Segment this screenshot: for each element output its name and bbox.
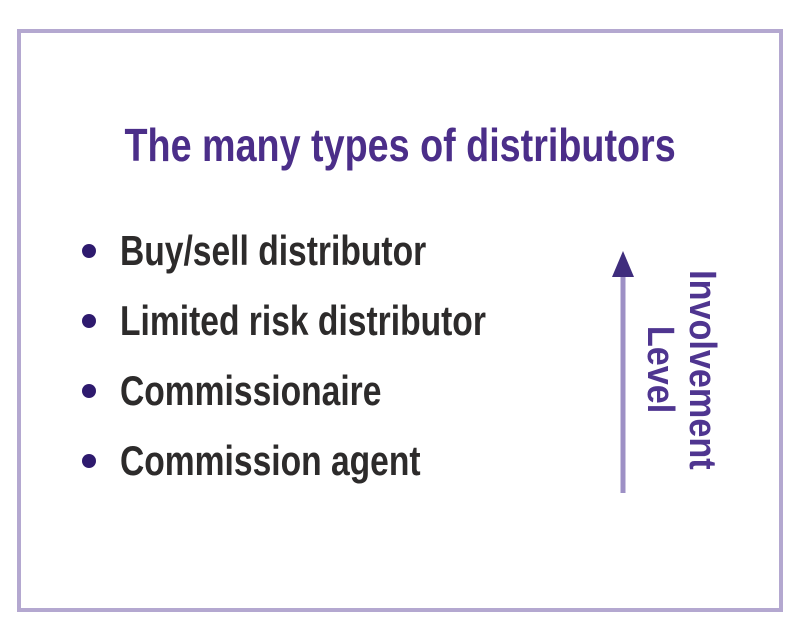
axis-label-line2: Level — [639, 326, 681, 414]
axis-label: Involvement Level — [637, 250, 725, 490]
bullet-dot-icon — [82, 454, 96, 468]
list-item: Commission agent — [82, 430, 496, 492]
list-item: Buy/sell distributor — [82, 220, 503, 282]
bullet-dot-icon — [82, 384, 96, 398]
bullet-label: Commissionaire — [120, 367, 382, 414]
page-title-text: The many types of distributors — [124, 119, 676, 171]
slide-border — [17, 29, 783, 612]
up-arrow-icon — [612, 251, 634, 493]
bullet-label: Buy/sell distributor — [120, 227, 427, 274]
axis-label-line1: Involvement — [681, 270, 723, 470]
page-title: The many types of distributors — [17, 118, 783, 172]
bullet-dot-icon — [82, 244, 96, 258]
bullet-label: Limited risk distributor — [120, 297, 486, 344]
bullet-dot-icon — [82, 314, 96, 328]
bullet-label: Commission agent — [120, 437, 421, 484]
list-item: Commissionaire — [82, 360, 447, 422]
list-item: Limited risk distributor — [82, 290, 577, 352]
